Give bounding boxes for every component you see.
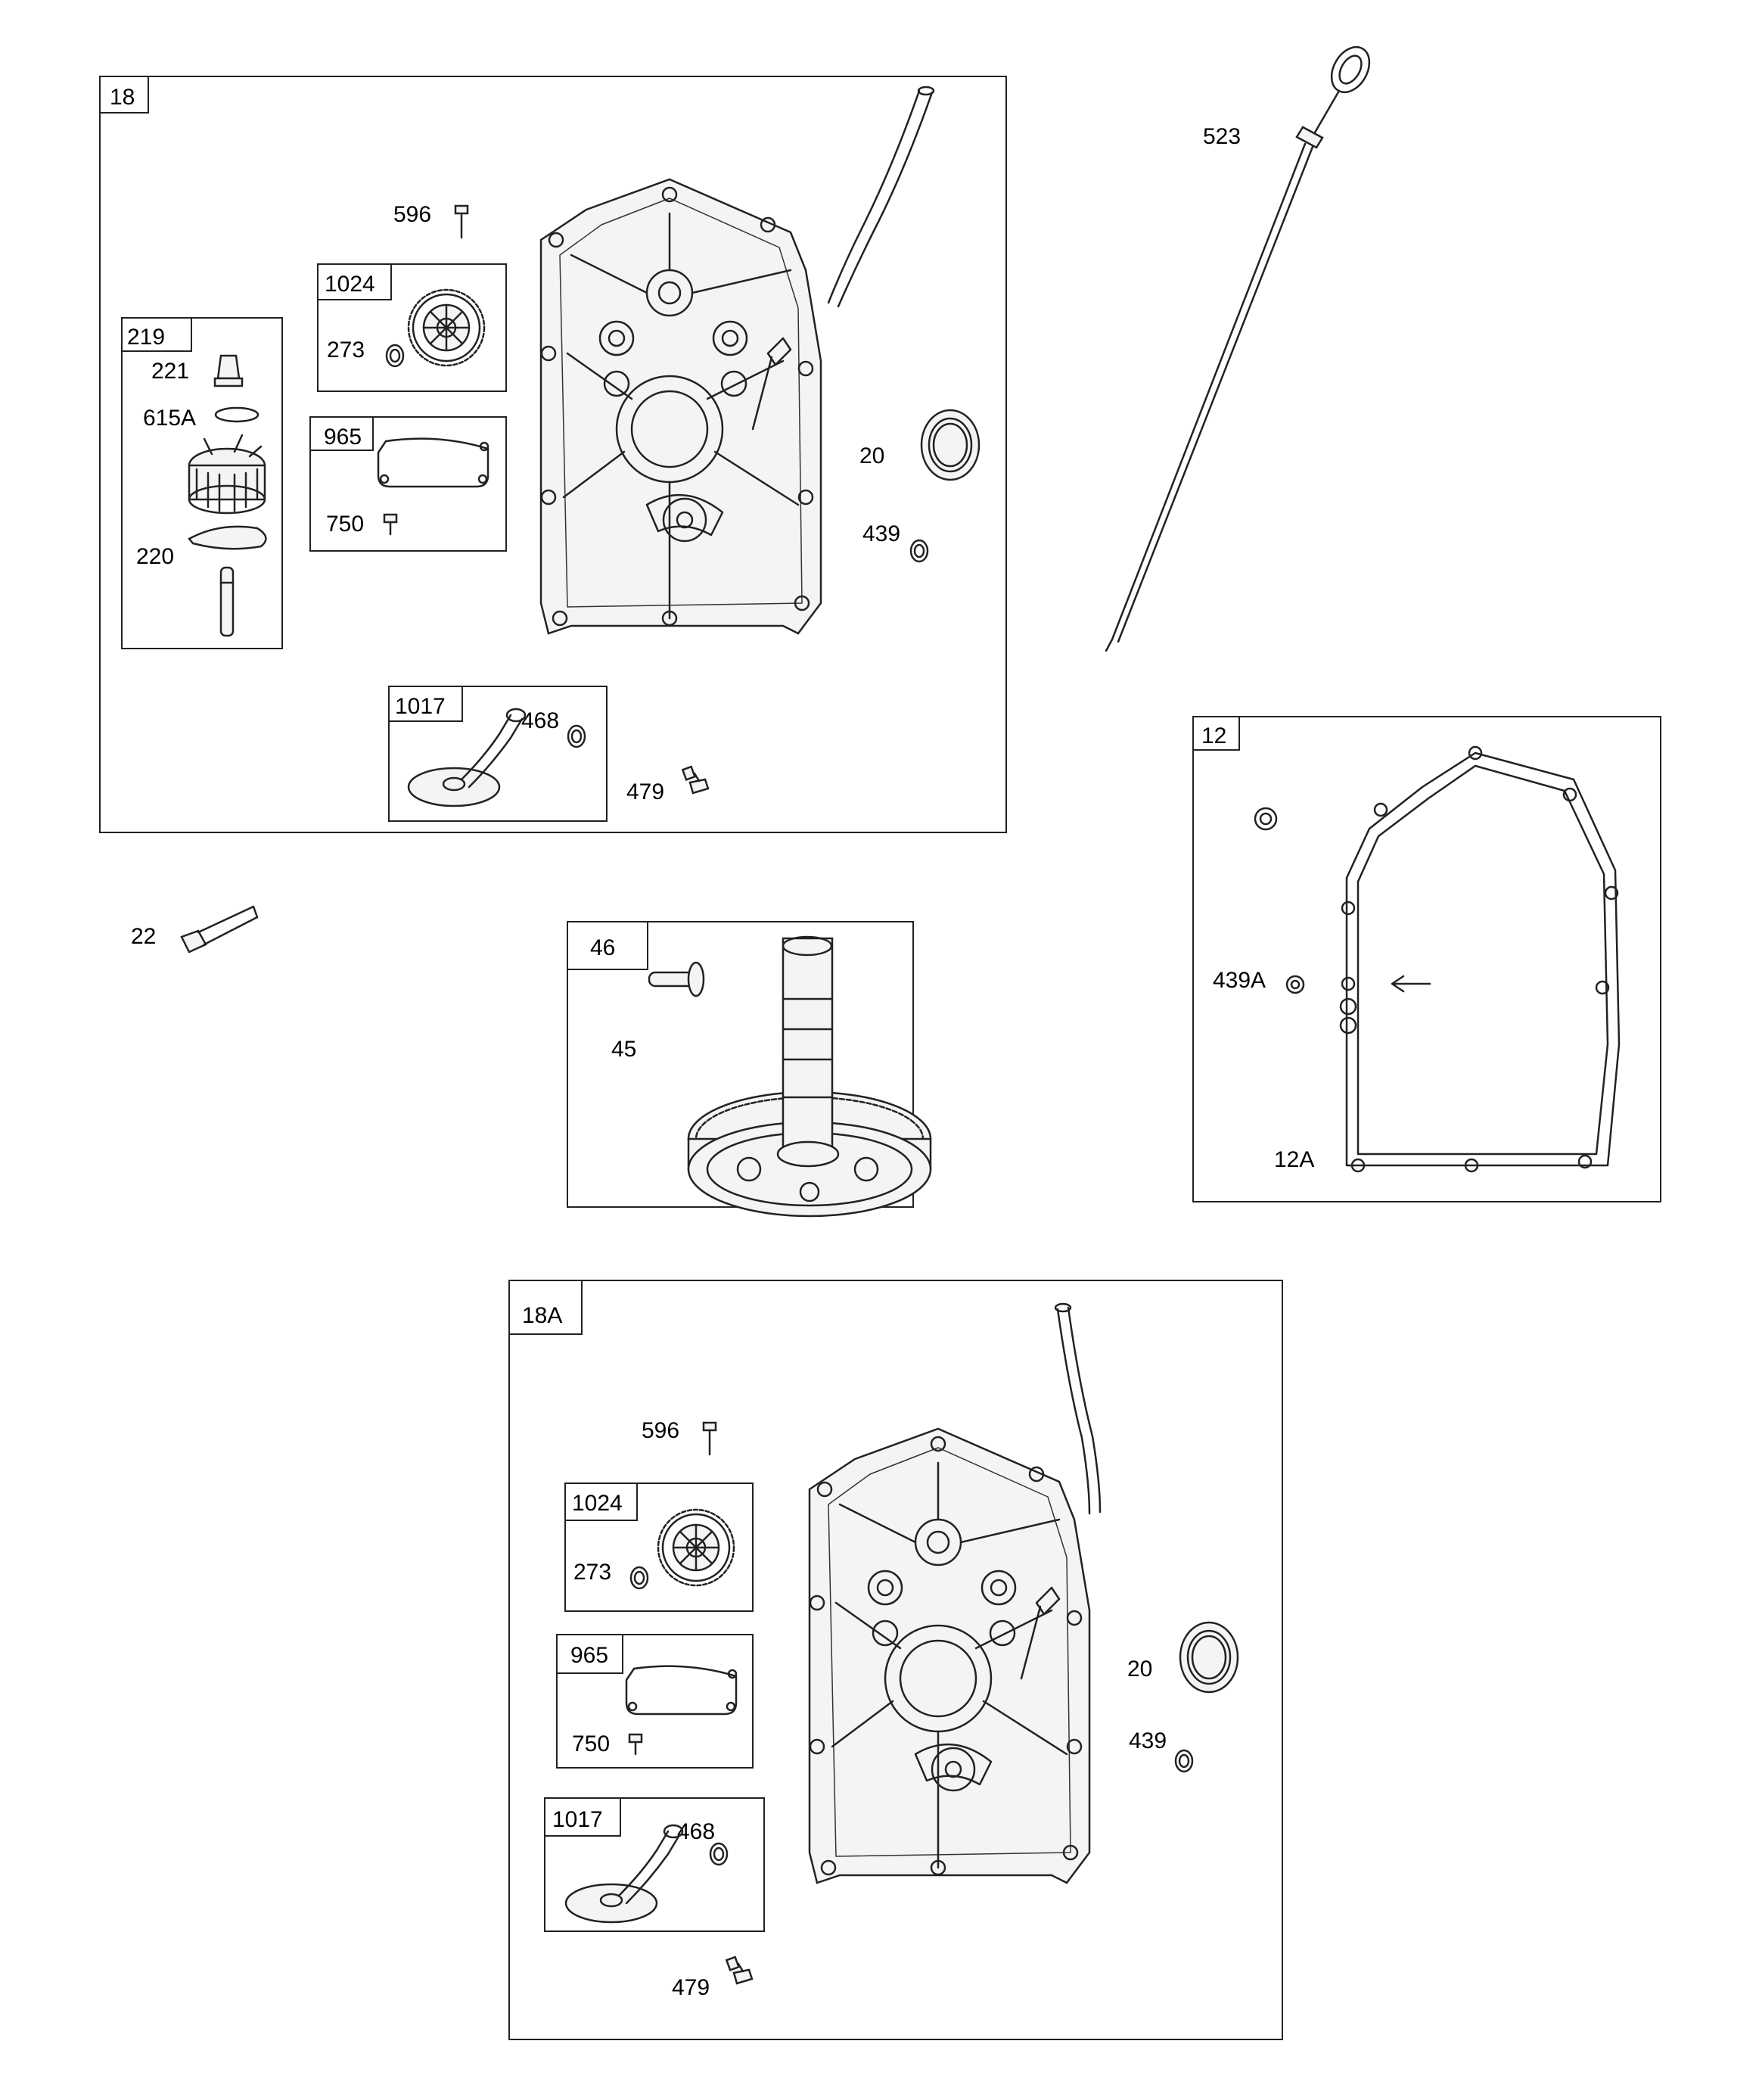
dipstick-tube-18 [827,89,921,304]
crankcase-cover-18 [539,178,822,635]
label-596: 596 [393,202,431,227]
label-18a: 18A [522,1303,562,1328]
label-479b: 479 [672,1975,710,2000]
pin-220 [219,566,235,637]
oil-pump-gear-1024 [407,288,486,367]
lifter-45 [648,961,705,997]
plug-221 [213,354,244,387]
label-273: 273 [327,338,365,362]
label-750b: 750 [572,1731,610,1756]
label-439: 439 [862,521,900,546]
oil-pickup-1017b [564,1824,684,1924]
label-468: 468 [521,708,559,733]
label-20b: 20 [1127,1657,1152,1682]
subassembly-965-frame [309,416,507,552]
subassembly-1017b-tag [544,1797,621,1837]
label-273b: 273 [573,1560,611,1585]
cover-plate-965 [377,437,489,488]
oil-pump-gear-1024b [657,1508,735,1587]
label-18: 18 [110,85,135,110]
label-468b: 468 [677,1819,715,1844]
label-965: 965 [324,425,362,450]
washer-273b [629,1566,649,1590]
subassembly-219-frame [121,317,283,649]
gasket-12a [1339,745,1621,1173]
label-45: 45 [611,1037,636,1062]
label-219: 219 [127,325,165,350]
label-1024b: 1024 [572,1491,623,1516]
plate-220 [188,525,267,550]
bolt-479b [726,1955,754,1985]
bolt-596 [454,204,469,239]
dipstick-tube-18a [1056,1308,1091,1515]
assembly-18a-frame [508,1280,1283,2040]
subassembly-1024b-frame [564,1482,754,1612]
cover-plate-965b [625,1665,738,1716]
screw-750b [628,1733,643,1756]
label-523: 523 [1203,124,1241,149]
oil-seal-20b [1179,1621,1239,1694]
label-22: 22 [131,924,156,949]
label-439b: 439 [1129,1728,1167,1753]
label-46: 46 [590,935,615,960]
washer-439a [1285,975,1305,994]
label-479: 479 [626,779,664,804]
washer-273 [385,344,405,368]
label-615a: 615A [143,406,196,431]
screw-750 [383,513,398,536]
camshaft-46 [687,935,932,1218]
label-750: 750 [326,512,364,537]
label-439a: 439A [1213,968,1266,993]
subassembly-1024-tag [317,263,392,300]
label-220: 220 [136,544,174,569]
subassembly-1017-frame [388,686,608,822]
subassembly-1017-tag [388,686,463,722]
washer-439 [909,539,929,563]
assembly-12-tag [1192,716,1240,751]
washer-439b [1174,1749,1194,1773]
label-1017b: 1017 [552,1807,603,1832]
dipstick-523 [1105,45,1371,652]
label-1017: 1017 [395,694,446,719]
label-12a: 12A [1274,1147,1314,1172]
bolt-596b [702,1421,717,1456]
assembly-18-frame [99,76,1007,833]
washer-12 [1254,807,1278,831]
o-ring-615a [214,406,259,423]
label-12: 12 [1201,723,1226,748]
assembly-18a-tag [508,1280,583,1335]
subassembly-1024-frame [317,263,507,392]
label-596b: 596 [642,1418,679,1443]
pressure-valve-assembly [188,434,266,515]
label-221: 221 [151,359,189,384]
oil-pickup-1017 [407,708,527,807]
subassembly-965b-frame [556,1634,754,1769]
assembly-12-frame [1192,716,1661,1202]
subassembly-219-tag [121,317,192,352]
bolt-479 [682,765,710,795]
label-1024: 1024 [325,272,375,297]
subassembly-965-tag [309,416,374,451]
o-ring-468b [709,1842,729,1866]
o-ring-468 [567,724,586,748]
subassembly-1024b-tag [564,1482,638,1521]
subassembly-1017b-frame [544,1797,765,1932]
bolt-22 [180,905,259,954]
label-965b: 965 [570,1643,608,1668]
crankcase-cover-18a [808,1427,1091,1884]
subassembly-965b-tag [556,1634,623,1674]
oil-seal-20 [920,409,981,481]
assembly-46-tag [567,921,648,970]
label-20: 20 [859,443,884,468]
assembly-18-tag [99,76,149,114]
